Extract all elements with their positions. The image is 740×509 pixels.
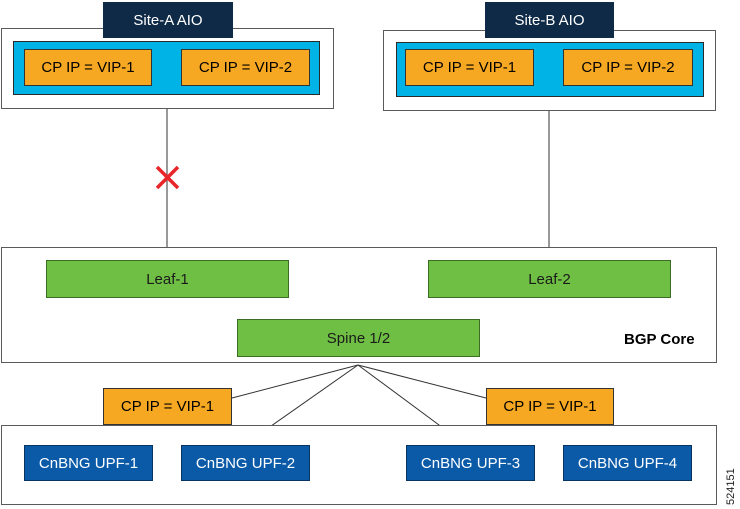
upf-2: CnBNG UPF-2 [181, 445, 310, 481]
link-spine-vip-left [231, 364, 359, 399]
link-spine-vip-right [357, 364, 487, 399]
upf-group-right-vip: CP IP = VIP-1 [486, 388, 614, 425]
upf-4: CnBNG UPF-4 [563, 445, 692, 481]
leaf-1-switch: Leaf-1 [46, 260, 289, 298]
site-a-title: Site-A AIO [103, 2, 233, 38]
upf-3: CnBNG UPF-3 [406, 445, 535, 481]
figure-id: 524151 [725, 468, 737, 505]
upf-1: CnBNG UPF-1 [24, 445, 153, 481]
spine-switch: Spine 1/2 [237, 319, 480, 357]
failure-x-icon [155, 165, 180, 190]
leaf-2-switch: Leaf-2 [428, 260, 671, 298]
site-b-vip-2: CP IP = VIP-2 [563, 49, 693, 86]
bgp-core-label: BGP Core [624, 331, 695, 348]
site-a-vip-2: CP IP = VIP-2 [181, 49, 310, 86]
site-a-vip-1: CP IP = VIP-1 [24, 49, 152, 86]
site-b-title: Site-B AIO [485, 2, 614, 38]
upf-group-left-vip: CP IP = VIP-1 [103, 388, 232, 425]
site-b-vip-1: CP IP = VIP-1 [405, 49, 534, 86]
